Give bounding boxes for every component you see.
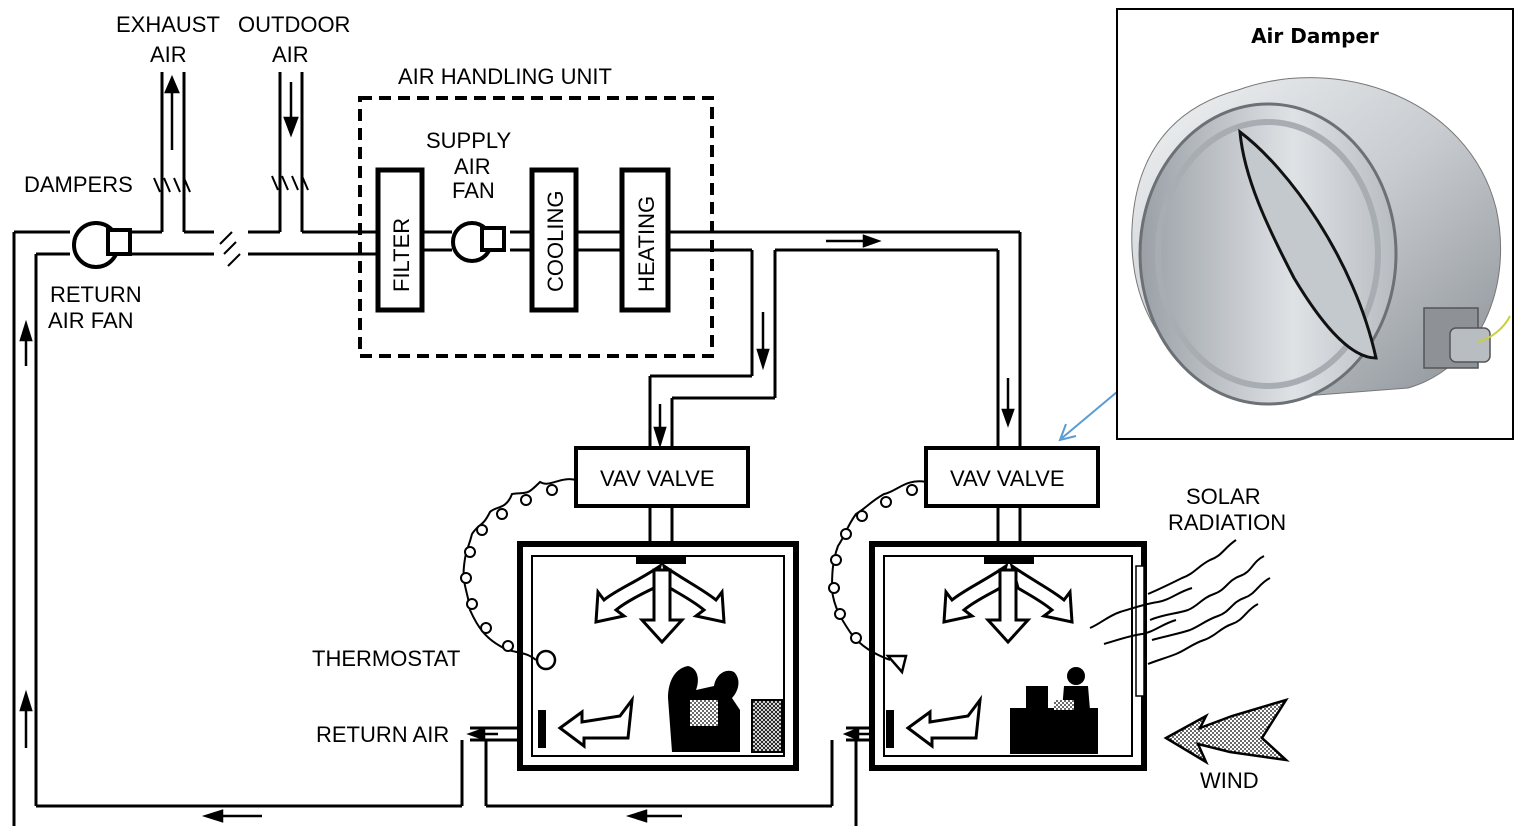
air-damper-inset: Air Damper: [1116, 8, 1514, 440]
air-damper-photo: [1118, 58, 1512, 438]
vav-valve-right-label: VAV VALVE: [950, 466, 1065, 491]
thermostat-left-icon: [537, 651, 555, 669]
air-damper-title: Air Damper: [1118, 24, 1512, 48]
supply-fan-label-1: SUPPLY: [426, 128, 512, 153]
return-fan-label-2: AIR FAN: [48, 308, 134, 333]
solar-label-1: SOLAR: [1186, 484, 1261, 509]
outdoor-air-label-2: AIR: [272, 42, 309, 67]
exhaust-air-label-1: EXHAUST: [116, 12, 220, 37]
wind-arrow-icon: [1166, 700, 1286, 762]
vav-valve-left-label: VAV VALVE: [600, 466, 715, 491]
return-air-label: RETURN AIR: [316, 722, 449, 747]
filter-label: FILTER: [389, 218, 414, 292]
outdoor-air-label-1: OUTDOOR: [238, 12, 350, 37]
heating-label: HEATING: [634, 196, 659, 292]
supply-fan-label-3: FAN: [452, 178, 495, 203]
return-fan-label-1: RETURN: [50, 282, 142, 307]
dampers-label: DAMPERS: [24, 172, 133, 197]
return-air-fan-icon: [74, 223, 130, 267]
supply-air-fan-icon: [453, 223, 504, 261]
solar-label-2: RADIATION: [1168, 510, 1286, 535]
thermostat-label: THERMOSTAT: [312, 646, 460, 671]
supply-fan-label-2: AIR: [454, 154, 491, 179]
ahu-label: AIR HANDLING UNIT: [398, 64, 612, 89]
exhaust-air-label-2: AIR: [150, 42, 187, 67]
cooling-label: COOLING: [543, 191, 568, 292]
wind-label: WIND: [1200, 768, 1259, 793]
